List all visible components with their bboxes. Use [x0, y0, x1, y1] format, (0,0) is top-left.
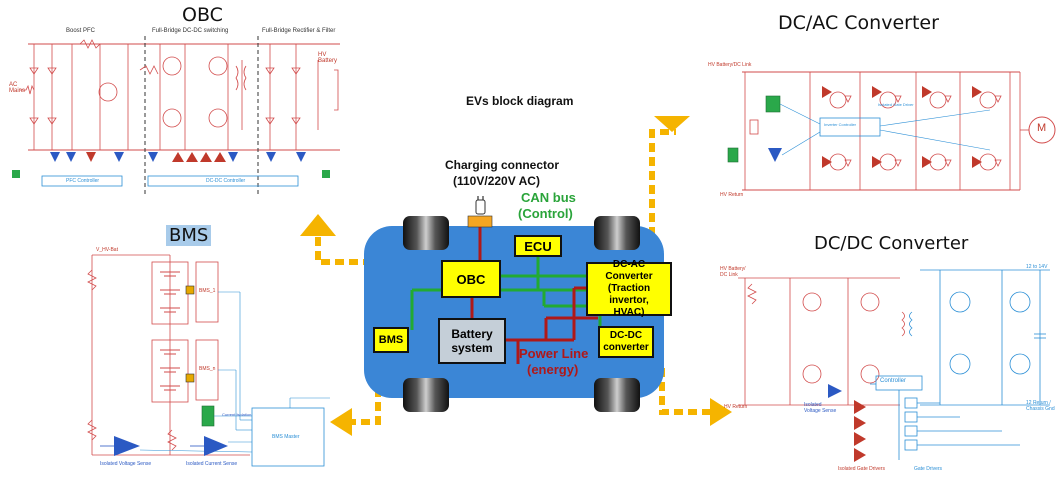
bms-bus-label: V_HV-Bat: [96, 247, 118, 253]
obc-pfc-controller: PFC Controller: [66, 178, 100, 184]
dcdc-converter-block: DC-DC converter: [598, 326, 654, 358]
dcdc-line-2: converter: [603, 342, 649, 353]
bms-schematic: [87, 254, 330, 467]
dcac-gate-driver-label: Isolated Gate Driver: [878, 102, 914, 107]
obc-section-boost: Boost PFC: [66, 28, 96, 34]
dcdc-controller-label: Controller: [880, 378, 907, 384]
obc-block: OBC: [441, 260, 501, 298]
dcdc-return-label: HV Return: [724, 404, 748, 410]
dcdc-output-return: 12 Return / Chassis Gnd: [1026, 400, 1055, 412]
bms-module-n: BMS_n: [199, 366, 216, 372]
dcdc-output-label: 12 to 14V: [1026, 264, 1048, 270]
dcdc-gate-drivers-1: Isolated Gate Drivers: [838, 466, 885, 472]
diagram-title: EVs block diagram: [466, 94, 574, 108]
obc-schematic: [8, 35, 346, 198]
can-bus-sub: (Control): [518, 206, 573, 221]
battery-system-block: Battery system: [438, 318, 506, 364]
dcdc-line-1: DC-DC: [609, 330, 643, 341]
dcdc-input-label: HV Battery/ DC Link: [720, 266, 746, 278]
dcdc-title: DC/DC Converter: [814, 233, 969, 254]
bms-module-1: BMS_1: [199, 288, 216, 294]
wheel-front-right: [594, 216, 640, 250]
charging-voltage-label: (110V/220V AC): [453, 174, 540, 188]
dcdc-schematic: [738, 269, 1050, 462]
obc-section-dcdc: Full-Bridge DC-DC switching: [152, 28, 229, 34]
arrow-head-bms: [330, 408, 352, 436]
dcdc-voltage-sense: Isolated Voltage Sense: [804, 402, 837, 414]
wheel-rear-left: [403, 378, 449, 412]
bms-master-label: BMS Master: [272, 434, 300, 440]
obc-section-rectifier: Full-Bridge Rectifier & Filter: [262, 28, 336, 34]
can-bus-label: CAN bus: [521, 190, 576, 205]
arrow-to-bms: [350, 388, 381, 425]
dcac-line-3: HVAC): [613, 307, 645, 318]
bms-block: BMS: [373, 327, 409, 353]
dcac-controller-label: Inverter Controller: [824, 122, 857, 127]
obc-hv-battery: HV Battery: [318, 52, 338, 64]
charging-connector-label: Charging connector: [445, 158, 560, 172]
arrow-to-obc: [315, 234, 372, 265]
dcac-line-2: (Traction invertor,: [607, 283, 651, 306]
arrow-to-dcdc: [659, 368, 712, 415]
battery-line-1: Battery: [451, 327, 493, 341]
dcac-schematic: [727, 71, 1056, 191]
arrow-to-dcac: [649, 129, 676, 236]
dcac-return-label: HV Return: [720, 192, 744, 198]
wheel-rear-right: [594, 378, 640, 412]
obc-title: OBC: [182, 4, 223, 26]
arrow-head-dcac: [654, 116, 690, 132]
bms-voltage-sense: Isolated Voltage Sense: [100, 461, 152, 467]
dcac-title: DC/AC Converter: [778, 12, 939, 34]
power-line-sub: (energy): [527, 362, 579, 377]
obc-dcdc-controller: DC-DC Controller: [206, 178, 246, 184]
arrow-head-dcdc: [710, 398, 732, 426]
bms-title: BMS: [166, 225, 212, 246]
obc-ac-mains: AC Mains: [9, 82, 26, 94]
power-lines: [470, 227, 598, 364]
dcdc-gate-drivers-2: Gate Drivers: [914, 466, 943, 472]
battery-line-2: system: [451, 341, 493, 355]
dcac-line-1: DC-AC Converter: [605, 259, 653, 282]
dcac-converter-block: DC-AC Converter (Traction invertor, HVAC…: [586, 259, 672, 318]
power-line-label: Power Line: [519, 346, 589, 361]
arrow-head-obc: [300, 214, 336, 236]
ecu-block: ECU: [514, 235, 562, 257]
bms-current-isolation: Current Isolation: [222, 412, 252, 417]
bms-current-sense: Isolated Current Sense: [186, 461, 238, 467]
wheel-front-left: [403, 216, 449, 250]
dcac-bus-label: HV Battery/DC Link: [708, 62, 752, 68]
motor-label: M: [1037, 122, 1047, 134]
plug-icon: [467, 196, 493, 228]
